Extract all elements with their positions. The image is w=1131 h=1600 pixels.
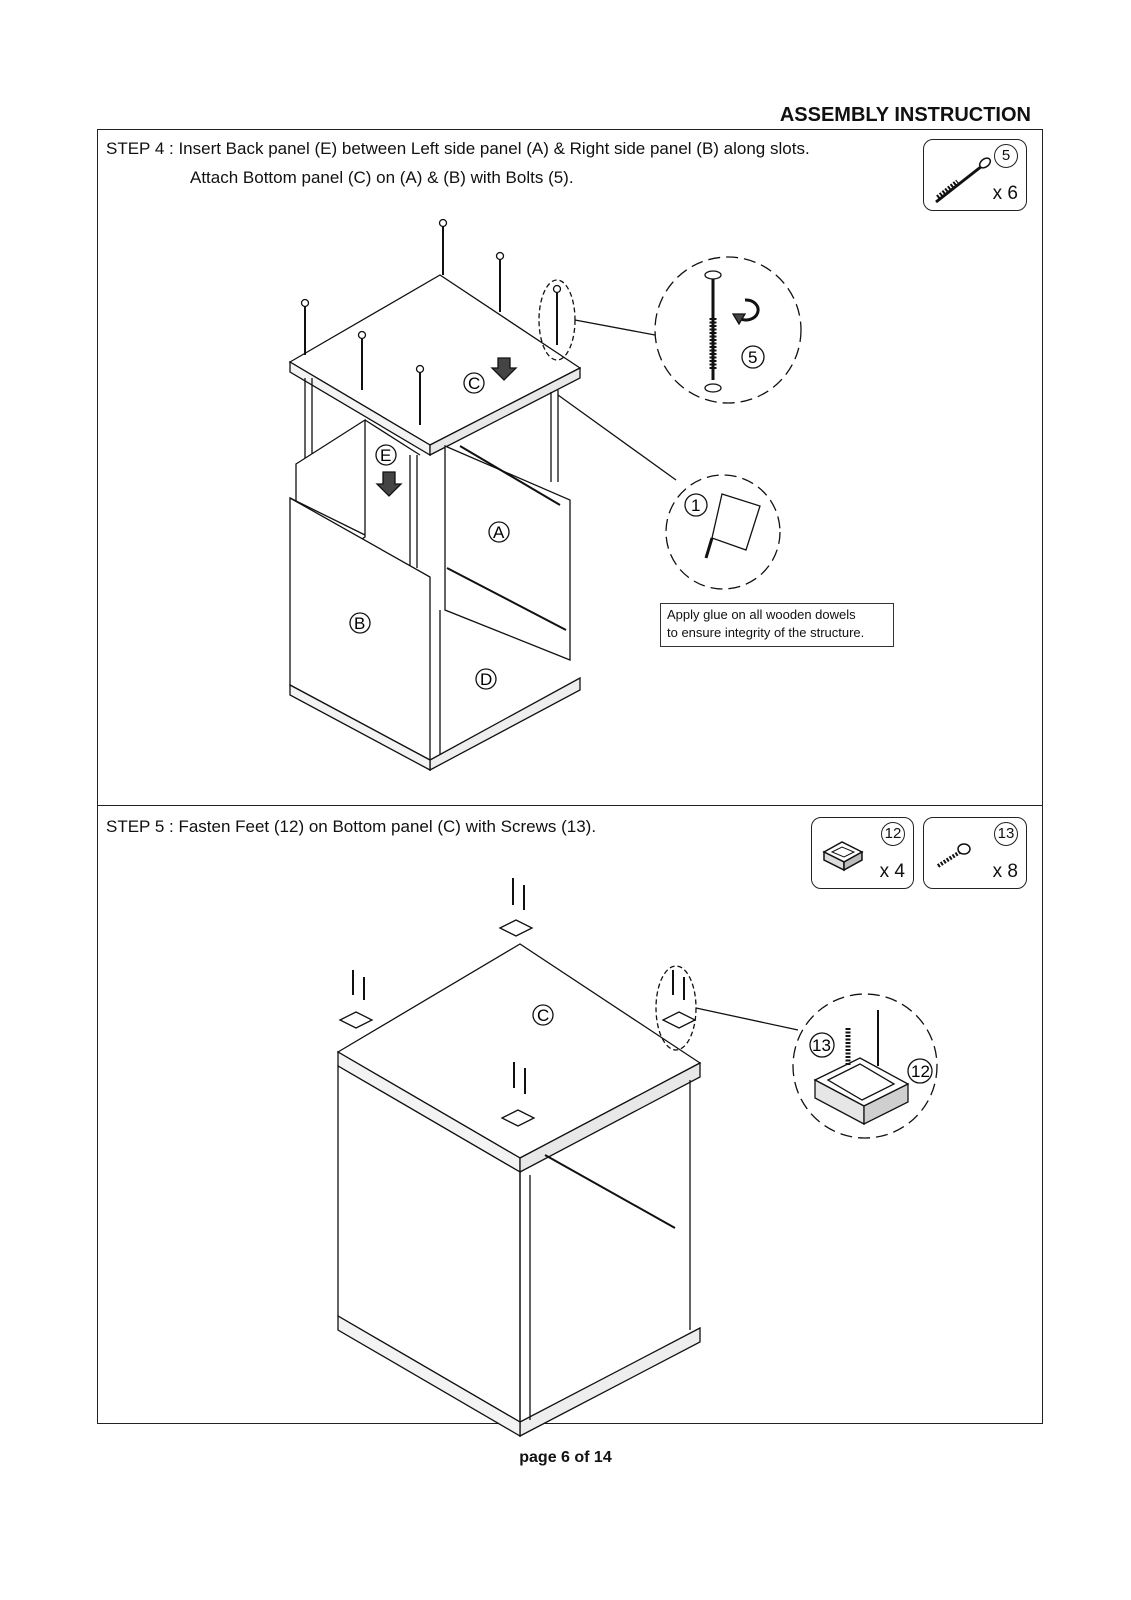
instruction-frame [97, 129, 1043, 1424]
step4-instruction-line1: STEP 4 : Insert Back panel (E) between L… [106, 139, 810, 158]
part-badge-screw: 13 x 8 [923, 817, 1027, 889]
part-quantity: x 8 [992, 861, 1018, 882]
page-title: ASSEMBLY INSTRUCTION [779, 104, 1031, 126]
glue-note: Apply glue on all wooden dowels to ensur… [660, 603, 894, 647]
part-number: 5 [994, 144, 1018, 168]
panel-label-b: B [354, 614, 365, 633]
bolt-icon [935, 157, 992, 204]
part-number: 13 [994, 822, 1018, 846]
foot-detail-callout [792, 993, 938, 1139]
step4-cabinet-illustration [288, 218, 677, 772]
part-quantity: x 4 [879, 861, 905, 882]
panel-label-d: D [480, 670, 492, 689]
glue-note-line2: to ensure integrity of the structure. [667, 625, 865, 640]
step4-instruction-line2: Attach Bottom panel (C) on (A) & (B) wit… [190, 168, 574, 187]
panel-label-a: A [493, 523, 505, 542]
part-quantity: x 6 [992, 183, 1018, 204]
part-badge-foot: 12 x 4 [811, 817, 914, 889]
callout-number-foot: 12 [911, 1062, 930, 1081]
bolt-detail-callout [654, 256, 802, 404]
glue-note-line1: Apply glue on all wooden dowels [667, 607, 856, 622]
page-number: page 6 of 14 [519, 1449, 612, 1466]
callout-number-dowel: 1 [691, 496, 700, 515]
callout-number-bolt: 5 [748, 348, 757, 367]
step5-cabinet-illustration [336, 878, 799, 1438]
step-divider [97, 805, 1043, 806]
panel-label-c: C [468, 374, 480, 393]
part-badge-bolt: 5 x 6 [923, 139, 1027, 211]
step5-instruction: STEP 5 : Fasten Feet (12) on Bottom pane… [106, 817, 597, 836]
panel-label-e: E [380, 446, 391, 465]
foot-icon [822, 841, 864, 872]
dowel-detail-callout [665, 474, 781, 590]
panel-label-c-step5: C [537, 1006, 549, 1025]
callout-number-screw: 13 [812, 1036, 831, 1055]
part-number: 12 [881, 822, 905, 846]
screw-icon [936, 843, 971, 868]
